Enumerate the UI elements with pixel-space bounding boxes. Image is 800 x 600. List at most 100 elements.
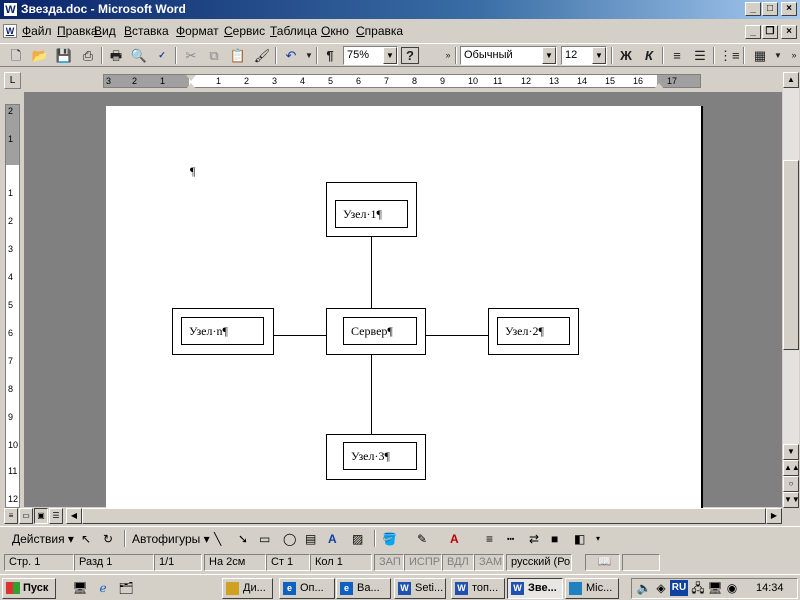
zoom-select[interactable]: 75% ▼ xyxy=(343,46,398,65)
minimize-button[interactable]: _ xyxy=(745,2,761,16)
language-indicator[interactable]: RU xyxy=(670,580,688,596)
internet-explorer-icon[interactable]: ℯ xyxy=(99,581,107,595)
chevron-down-icon[interactable]: ▼ xyxy=(592,47,606,64)
new-document-icon[interactable]: 🗋 xyxy=(10,48,22,63)
vertical-ruler[interactable]: 2 1 1 2 3 4 5 6 7 8 9 10 11 12 xyxy=(5,104,20,508)
open-folder-icon[interactable]: 📂 xyxy=(31,48,49,63)
empty-paragraph-mark[interactable]: ¶ xyxy=(190,164,196,178)
scroll-thumb[interactable] xyxy=(783,160,799,350)
arrow-style-icon[interactable]: ⇄ xyxy=(529,532,540,546)
show-formatting-icon[interactable]: ¶ xyxy=(326,48,334,63)
task-button-4[interactable]: W Seti... xyxy=(394,578,446,599)
menu-tools[interactable]: Сервис xyxy=(224,24,266,38)
toolbar-options-icon[interactable]: » xyxy=(445,50,451,60)
menu-edit[interactable]: Правка xyxy=(57,24,98,38)
scroll-left-icon[interactable]: ◀ xyxy=(66,508,82,524)
bold-button[interactable]: Ж xyxy=(620,48,632,63)
normal-view-icon[interactable]: ≡ xyxy=(4,508,18,524)
status-rec[interactable]: ЗАП xyxy=(374,554,404,571)
menu-window[interactable]: Окно xyxy=(321,24,349,38)
permissions-icon[interactable]: ⎙ xyxy=(82,48,94,63)
task-button-5[interactable]: W топ... xyxy=(451,578,505,599)
chevron-down-icon[interactable]: ▼ xyxy=(383,47,397,64)
network-icon[interactable]: 🖧 xyxy=(691,581,705,595)
horizontal-scrollbar[interactable]: ◀ ▶ xyxy=(66,508,782,524)
previous-page-icon[interactable]: ▲▲ xyxy=(783,460,800,476)
arrow-icon[interactable]: ➘ xyxy=(238,532,249,546)
dash-style-icon[interactable]: ┅ xyxy=(507,532,515,546)
shadow-icon[interactable]: ■ xyxy=(551,532,559,546)
hanging-indent-marker[interactable] xyxy=(186,83,196,89)
task-button-1[interactable]: Ди... xyxy=(222,578,273,599)
vertical-scrollbar[interactable]: ▲ ▼ ▲▲ ○ ▼▼ xyxy=(783,72,800,508)
word-app-icon[interactable]: W xyxy=(3,2,18,17)
node-n-label[interactable]: Узел·n¶ xyxy=(181,317,264,345)
next-page-icon[interactable]: ▼▼ xyxy=(783,492,800,508)
chevron-down-icon[interactable]: ▼ xyxy=(542,47,556,64)
status-ext[interactable]: ВДЛ xyxy=(442,554,474,571)
3d-icon[interactable]: ◧ xyxy=(574,532,586,546)
maximize-button[interactable]: □ xyxy=(762,2,778,16)
paste-icon[interactable]: 📋 xyxy=(229,48,247,63)
node-1-label[interactable]: Узел·1¶ xyxy=(335,200,408,228)
document-icon[interactable]: W xyxy=(3,24,17,38)
spelling-status-icon[interactable]: 📖 xyxy=(585,554,620,571)
cut-icon[interactable]: ✂ xyxy=(185,48,197,63)
tray-app-icon[interactable]: ◈ xyxy=(656,581,666,595)
horizontal-ruler[interactable]: 3 2 1 1 2 3 4 5 6 7 8 9 10 11 12 13 14 1… xyxy=(103,74,701,89)
wordart-icon[interactable]: A xyxy=(328,532,337,546)
doc-close-button[interactable]: × xyxy=(781,25,797,39)
menu-table[interactable]: Таблица xyxy=(270,24,318,38)
tray-monitor-icon[interactable]: 🖥 xyxy=(707,581,723,595)
tray-status-icon[interactable]: ◉ xyxy=(726,581,738,595)
start-button[interactable]: Пуск xyxy=(2,578,56,599)
task-button-active[interactable]: W Зве... xyxy=(507,578,563,599)
fill-color-icon[interactable]: 🪣 xyxy=(382,532,397,546)
scroll-down-icon[interactable]: ▼ xyxy=(783,444,799,460)
node-2-label[interactable]: Узел·2¶ xyxy=(497,317,570,345)
doc-restore-button[interactable]: ❐ xyxy=(762,25,778,39)
close-button[interactable]: × xyxy=(781,2,797,16)
justify-icon[interactable]: ☰ xyxy=(694,48,706,63)
menu-format[interactable]: Формат xyxy=(176,24,219,38)
print-layout-icon[interactable]: ▣ xyxy=(34,508,48,524)
show-desktop-icon[interactable]: 🖥 xyxy=(72,581,88,595)
status-ovr[interactable]: ЗАМ xyxy=(474,554,504,571)
line-style-icon[interactable]: ≡ xyxy=(486,532,494,546)
numbered-list-icon[interactable]: ⋮≡ xyxy=(719,48,740,63)
task-button-2[interactable]: e Оп... xyxy=(279,578,335,599)
clipart-icon[interactable]: ▨ xyxy=(352,532,364,546)
tab-selector[interactable]: L xyxy=(4,72,21,89)
menu-view[interactable]: Вид xyxy=(94,24,116,38)
right-indent-marker[interactable] xyxy=(654,83,664,89)
node-3-label[interactable]: Узел·3¶ xyxy=(343,442,417,470)
first-line-indent-marker[interactable] xyxy=(186,75,196,81)
menu-file[interactable]: Файл xyxy=(22,24,52,38)
copy-icon[interactable]: ⧉ xyxy=(209,48,219,63)
volume-icon[interactable]: 🔈 xyxy=(636,581,652,595)
undo-dropdown-icon[interactable]: ▼ xyxy=(305,51,313,60)
clock[interactable]: 14:34 xyxy=(756,582,784,594)
menu-help[interactable]: Справка xyxy=(356,24,404,38)
toolbar-options-icon[interactable]: » xyxy=(791,50,797,60)
save-icon[interactable]: 💾 xyxy=(55,48,73,63)
italic-button[interactable]: К xyxy=(645,48,653,63)
format-painter-icon[interactable]: 🖌 xyxy=(253,48,271,63)
font-color-icon[interactable]: A xyxy=(450,532,459,546)
borders-dropdown-icon[interactable]: ▼ xyxy=(774,51,782,60)
title-bar[interactable]: W Звезда.doc - Microsoft Word _ □ × xyxy=(0,0,800,19)
text-box-icon[interactable]: ▤ xyxy=(305,532,317,546)
undo-icon[interactable]: ↶ xyxy=(285,48,297,63)
status-language[interactable]: русский (Ро xyxy=(506,554,572,571)
select-browse-object-icon[interactable]: ○ xyxy=(783,476,799,492)
help-icon[interactable]: ? xyxy=(401,47,419,64)
align-left-icon[interactable]: ≡ xyxy=(673,48,681,63)
actions-menu[interactable]: Действия ▾ xyxy=(12,532,74,546)
free-rotate-icon[interactable]: ↻ xyxy=(103,532,114,546)
menu-insert[interactable]: Вставка xyxy=(124,24,169,38)
rectangle-icon[interactable]: ▭ xyxy=(259,532,271,546)
line-color-icon[interactable]: ✎ xyxy=(417,532,428,546)
print-preview-icon[interactable]: 🔍 xyxy=(130,48,148,63)
oval-icon[interactable]: ◯ xyxy=(283,532,297,546)
font-size-select[interactable]: 12 ▼ xyxy=(561,46,607,65)
